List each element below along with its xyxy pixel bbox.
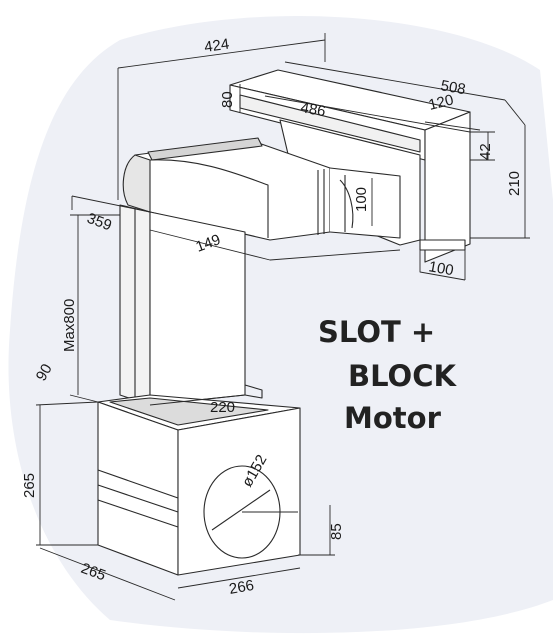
title-line-3: Motor (344, 401, 441, 435)
dim-265-height: 265 (21, 473, 38, 498)
dim-120: 120 (427, 91, 455, 114)
vertical-duct (119, 204, 263, 406)
dim-90: 90 (33, 361, 56, 384)
dim-266: 266 (228, 577, 256, 598)
dim-42: 42 (477, 143, 494, 160)
dim-220: 220 (210, 399, 235, 416)
dim-486: 486 (299, 99, 327, 120)
dimension-lines (35, 33, 530, 601)
dim-80: 80 (219, 91, 236, 108)
dim-210: 210 (506, 171, 523, 196)
title-line-1: SLOT + (318, 315, 436, 349)
dim-85: 85 (328, 523, 345, 540)
dim-424: 424 (203, 36, 230, 56)
dim-100-bottom: 100 (427, 258, 455, 279)
motor-block (97, 394, 301, 576)
dim-max800: Max800 (61, 299, 78, 352)
dim-508: 508 (439, 77, 467, 98)
title-line-2: BLOCK (348, 359, 456, 393)
dim-100-vertical: 100 (353, 187, 370, 212)
duct-assembly (122, 137, 401, 241)
